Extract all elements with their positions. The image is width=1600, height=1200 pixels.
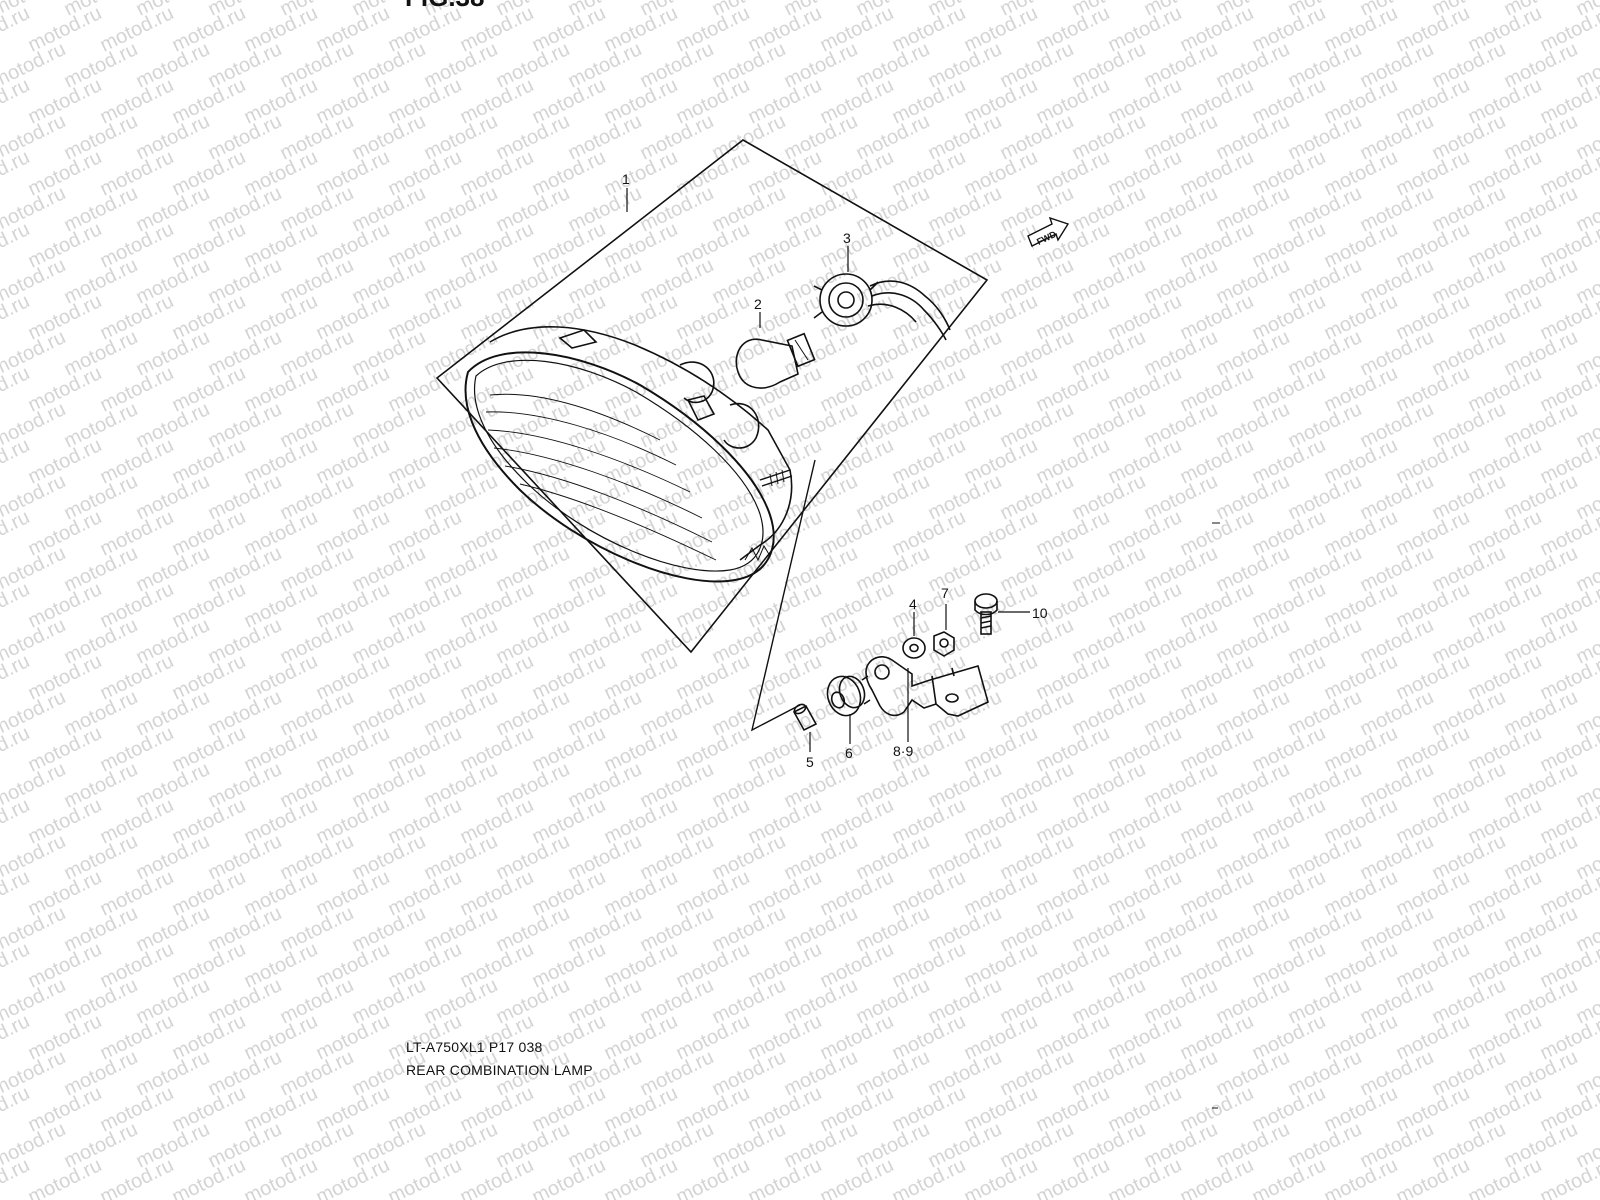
callout-4: 4 — [909, 596, 917, 612]
callout-2: 2 — [754, 296, 762, 312]
nut-part-7 — [933, 631, 955, 657]
figure-title: REAR COMBINATION LAMP — [406, 1062, 593, 1078]
lamp-housing — [464, 326, 793, 583]
model-code: LT-A750XL1 P17 038 — [406, 1039, 543, 1055]
collar-part-5 — [792, 703, 818, 732]
callout-8-9: 8·9 — [893, 743, 913, 759]
callout-3: 3 — [843, 230, 851, 246]
hardware-leader-line — [750, 459, 816, 732]
callout-7: 7 — [941, 585, 949, 601]
fwd-arrow-icon: FWD — [1027, 216, 1070, 250]
bulb-socket — [813, 273, 951, 341]
assembly-boundary — [435, 139, 989, 654]
bolt-part-10 — [974, 593, 998, 635]
washer-part-4 — [902, 637, 926, 659]
callout-5: 5 — [806, 754, 814, 770]
callout-10: 10 — [1032, 605, 1048, 621]
figure-header-fragment: FIG.38 — [405, 0, 484, 12]
grommet-part-6 — [826, 675, 871, 717]
bulb — [735, 332, 816, 389]
bracket-part-8-9 — [865, 656, 989, 717]
callout-1: 1 — [622, 171, 630, 187]
callout-6: 6 — [845, 745, 853, 761]
callout-leaders — [626, 188, 1030, 752]
